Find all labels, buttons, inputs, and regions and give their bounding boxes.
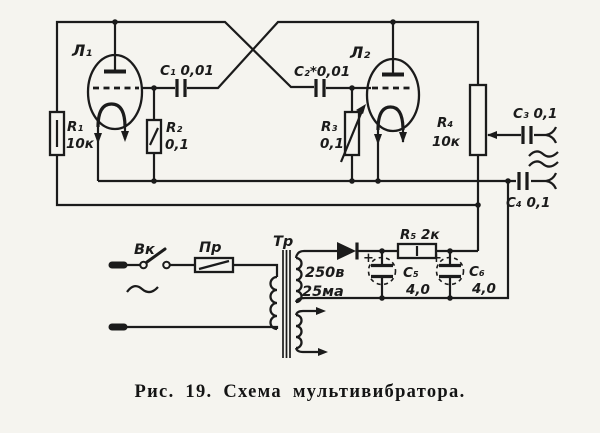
switch-lever: [145, 247, 167, 264]
resistor-r4-wiper-arrowhead: [487, 131, 497, 139]
tube-l2-filament: [376, 105, 405, 131]
label-c4: C₄ 0,1: [506, 195, 550, 211]
label-fuse-pr: Пр: [199, 240, 222, 256]
tube-l2-symbol: [365, 57, 421, 181]
switch-contact-right: [162, 260, 171, 270]
tube-l1-filament: [96, 102, 127, 128]
junction-dots: [112, 19, 511, 301]
label-r2-name: R₂: [166, 120, 182, 136]
switch-vk-symbol: [139, 247, 171, 270]
resistor-r1-body: [48, 110, 66, 157]
wire-c1-cross-up-to-r4: [187, 20, 480, 90]
tube-l2-filament-arrow-right: [399, 132, 407, 143]
output-terminal-bottom: [545, 172, 558, 190]
wire-topleft-rail-and-cross-down: [55, 20, 314, 112]
switch-contact-left: [139, 260, 148, 270]
transformer-heater-coil: [295, 313, 303, 350]
label-r2-value: 0,1: [165, 137, 189, 153]
diode-triangle: [337, 242, 356, 260]
heater-arrow-bottom: [318, 348, 328, 356]
label-c6-value: 4,0: [471, 281, 496, 297]
label-r5: R₅ 2к: [400, 227, 440, 243]
resistor-r3-adjust-arrowhead: [356, 104, 366, 114]
label-tube-l1: Л₁: [71, 41, 92, 60]
label-c5-plus: +: [363, 251, 374, 266]
capacitor-c6-case: [435, 256, 465, 286]
resistor-r3-body: [343, 110, 361, 157]
label-c3: C₃ 0,1: [513, 106, 557, 122]
wires: [55, 20, 546, 300]
output-ac-symbol: [528, 150, 559, 168]
wire-mains-top: [126, 263, 279, 277]
transformer-hv-bottom-lead: [294, 296, 306, 303]
capacitor-c2-plates: [314, 79, 326, 97]
wire-r1-bottom-rail: [55, 155, 478, 207]
diode-symbol: [337, 242, 478, 260]
labels: Л₁ Л₂ C₁ 0,01 C₂*0,01 C₃ 0,1 C₄ 0,1 R₁ 1…: [66, 41, 557, 300]
label-r3-name: R₃: [321, 119, 337, 135]
label-hv-current: 25ма: [302, 284, 344, 300]
transformer-core: [282, 250, 291, 358]
output-terminal-top: [545, 126, 558, 144]
label-c6-plus: +: [431, 251, 442, 266]
transformer-primary-coil: [269, 275, 278, 331]
label-hv-voltage: 250в: [305, 265, 344, 281]
label-tube-l2: Л₂: [349, 43, 370, 62]
label-c1: C₁ 0,01: [160, 63, 214, 79]
tube-l1-filament-arrow-right: [121, 131, 129, 142]
fuse-body: [193, 256, 235, 274]
transformer-tr-symbol: [269, 249, 337, 358]
resistor-r3-symbol: [339, 104, 366, 163]
schematic-ink: Л₁ Л₂ C₁ 0,01 C₂*0,01 C₃ 0,1 C₄ 0,1 R₁ 1…: [48, 19, 559, 402]
label-c6-name: C₆: [469, 264, 485, 280]
label-transformer-tr: Тр: [273, 234, 293, 250]
figure-caption: Рис. 19. Схема мультивибратора.: [135, 382, 466, 402]
capacitor-c5-plates: [371, 263, 393, 279]
tube-l2-filament-arrow-left: [374, 134, 382, 145]
resistor-r4-body: [468, 83, 488, 157]
tube-l1-symbol: [86, 53, 144, 181]
label-c2: C₂*0,01: [294, 64, 350, 80]
fuse-pr-symbol: [193, 256, 235, 274]
label-r4-name: R₄: [437, 115, 453, 131]
label-switch-vk: Вк: [134, 242, 156, 258]
label-r1-value: 10к: [66, 136, 95, 152]
capacitor-c4-plates: [517, 172, 529, 190]
tube-l2-envelope: [365, 57, 421, 133]
tube-l1-filament-arrow-left: [94, 133, 102, 144]
resistor-r1-symbol: [48, 110, 66, 157]
resistor-r2-mark: [149, 127, 159, 146]
label-c5-value: 4,0: [405, 282, 430, 298]
transformer-hv-coil: [295, 256, 303, 304]
fuse-mark: [198, 259, 230, 271]
label-c5-name: C₅: [403, 265, 419, 281]
wire-ground-right-drop: [305, 181, 510, 300]
capacitor-c6-plates: [439, 263, 461, 279]
transformer-heater-leads: [294, 309, 318, 354]
label-r3-value: 0,1: [320, 136, 344, 152]
capacitor-c5-case: [367, 256, 397, 286]
resistor-r2-symbol: [145, 118, 163, 155]
capacitor-c3-plates: [521, 126, 533, 144]
label-r1-name: R₁: [67, 119, 83, 135]
mains-ac-symbol: [126, 285, 159, 294]
heater-arrow-top: [316, 307, 326, 315]
capacitor-c1-plates: [175, 79, 187, 97]
resistor-r3-adjust-arrow-shaft: [339, 110, 364, 163]
tube-l1-envelope: [86, 53, 144, 131]
resistor-r4-symbol: [468, 83, 497, 157]
label-r4-value: 10к: [432, 134, 461, 150]
resistor-r2-body: [145, 118, 163, 155]
transformer-hv-top-lead: [294, 249, 337, 259]
